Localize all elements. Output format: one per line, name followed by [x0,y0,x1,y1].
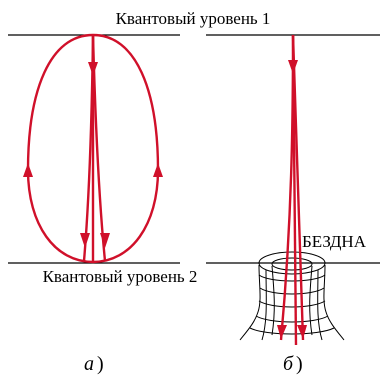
well-inner-rim [271,257,313,271]
caption-a-letter: а [84,353,94,375]
well-ring-3 [258,300,326,308]
well-inner-line-1 [271,265,275,336]
arrow-down-bottom-left [80,233,90,248]
level-1-label: Квантовый уровень 1 [116,9,271,28]
caption-b-letter: б [283,353,294,375]
arrow-down-b-bottom-right [297,325,307,339]
panel-b-descent [279,34,305,346]
abyss-well [239,251,345,341]
well-inner-line-2 [309,265,313,336]
level-2-label: Квантовый уровень 2 [43,267,198,286]
well-inner-line-4 [317,269,323,341]
panel-b-arrows [277,60,307,339]
arrow-down-b-bottom-left [277,325,287,339]
caption-a: а ) [84,353,104,375]
well-ring-5 [249,327,335,335]
arrow-up-right [153,163,163,177]
arrow-down-top [88,62,98,76]
well-ring-2 [259,287,325,295]
panel-a-arrows [23,62,163,248]
well-left-wall [239,264,261,341]
caption-b-paren: ) [296,353,303,375]
well-right-wall [323,264,345,341]
arrow-down-b-top [288,60,298,74]
well-inner-line-3 [261,269,267,341]
arrow-down-bottom-right [100,233,110,248]
caption-b: б ) [283,353,303,375]
well-ring-1 [258,274,326,282]
abyss-label: БЕЗДНА [302,232,367,251]
well-rim [258,251,326,275]
arrow-up-left [23,163,33,177]
caption-a-paren: ) [97,353,104,375]
well-ring-4 [255,315,329,323]
